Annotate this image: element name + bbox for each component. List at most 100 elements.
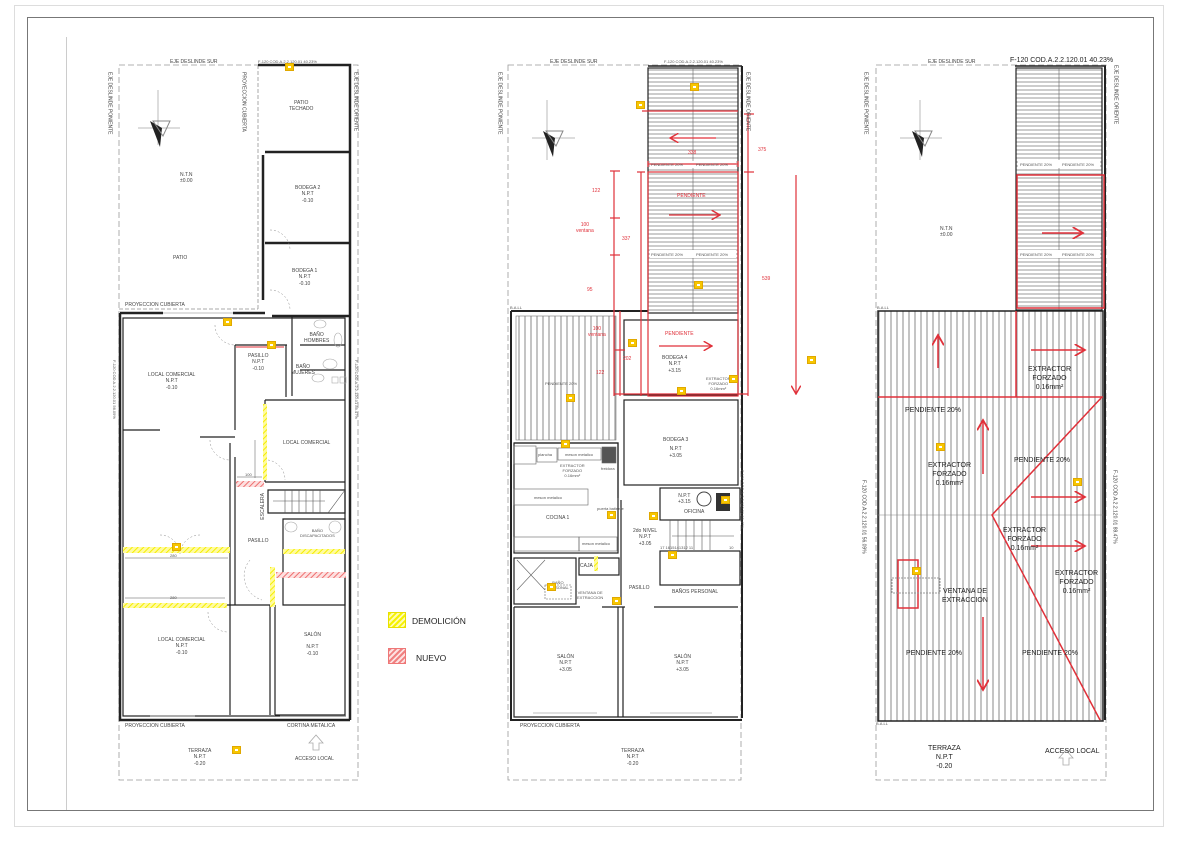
comment-note[interactable]: [936, 443, 945, 451]
comment-note[interactable]: [566, 394, 575, 402]
dim-122-low: 122: [596, 370, 605, 376]
comment-note[interactable]: [807, 356, 816, 364]
comment-note[interactable]: [1073, 478, 1082, 486]
plan-2-drawing: [507, 64, 796, 781]
boundary-code-top: F-120 COD.A.2.2.120.01 40.23%: [258, 59, 317, 64]
boundary-west: EJE DESLINDE PONIENTE: [496, 72, 503, 135]
proyeccion-cubierta-vertical: PROYECCION CUBIERTA: [240, 72, 247, 132]
pendiente-label: PENDIENTE 20%: [1020, 252, 1053, 257]
room-cocina-1: COCINA 1: [546, 515, 570, 521]
boundary-west: EJE DESLINDE PONIENTE: [106, 72, 113, 135]
boundary-code-top: F-120 COD.A.2.2.120.01 40.23%: [664, 59, 723, 64]
pendiente-r2: PENDIENTE 20%: [1022, 650, 1079, 657]
escalera-label: ESCALERA: [260, 493, 266, 520]
pendiente-label: PENDIENTE 20%: [651, 162, 684, 167]
stair-numbers: 17 1615141312 11: [660, 545, 694, 550]
pendiente-label: PENDIENTE 20%: [1062, 252, 1095, 257]
boundary-north: EJE DESLINDE SUR: [550, 59, 598, 65]
comment-note[interactable]: [668, 551, 677, 559]
comment-note[interactable]: [628, 339, 637, 347]
comment-note[interactable]: [912, 567, 921, 575]
ntn-level: N.T.N±0.00: [940, 226, 953, 239]
comment-note[interactable]: [677, 387, 686, 395]
comment-note[interactable]: [172, 543, 181, 551]
proyeccion-cubierta-bottom: PROYECCION CUBIERTA: [125, 723, 185, 729]
ball-top: B.A.LL: [877, 305, 890, 310]
comment-note[interactable]: [636, 101, 645, 109]
dim-280b: 280: [170, 595, 177, 600]
pendiente-label: PENDIENTE 20%: [696, 162, 729, 167]
east-code: F-120 COD.A.2.2.120.01 89.47%: [354, 360, 359, 419]
comment-note[interactable]: [267, 341, 276, 349]
oficina-level: N.P.T+3.15: [678, 493, 691, 506]
comment-note[interactable]: [612, 597, 621, 605]
proyeccion-cubierta-top: PROYECCION CUBIERTA: [125, 302, 185, 308]
room-patio: PATIO: [173, 255, 188, 261]
sheet-margin-line: [66, 37, 67, 810]
pendiente-l1: PENDIENTE 20%: [905, 407, 962, 414]
dim-337: 337: [622, 236, 631, 242]
comment-note[interactable]: [649, 512, 658, 520]
room-local-comercial-2: LOCAL COMERCIAL: [283, 440, 331, 446]
acceso-local: ACCESO LOCAL: [295, 756, 334, 762]
plancha-label: plancha: [538, 452, 553, 457]
pendiente-label: PENDIENTE 20%: [696, 252, 729, 257]
pendiente-label: PENDIENTE 20%: [1020, 162, 1053, 167]
pendiente-r1: PENDIENTE 20%: [1014, 457, 1071, 464]
comment-note[interactable]: [285, 63, 294, 71]
comment-note[interactable]: [561, 440, 570, 448]
freidora-label: freidora: [601, 466, 615, 471]
stair-number-10: 10: [729, 545, 734, 550]
comment-note[interactable]: [690, 83, 699, 91]
boundary-north: EJE DESLINDE SUR: [170, 59, 218, 65]
comment-note[interactable]: [607, 511, 616, 519]
comment-note[interactable]: [721, 496, 730, 504]
legend-demolition-label: DEMOLICIÓN: [412, 616, 466, 626]
ball-bottom: B.A.LL: [876, 721, 889, 726]
proyeccion-cubierta: PROYECCION CUBIERTA: [520, 723, 580, 729]
boundary-code-top: F-120 COD.A.2.2.120.01 40.23%: [1010, 57, 1114, 64]
comment-note[interactable]: [694, 281, 703, 289]
ball-label: B.A.LL: [510, 305, 523, 310]
comment-note[interactable]: [547, 583, 556, 591]
east-code: F-120 COD.A.2.2.120.01 89.47%: [1111, 470, 1118, 544]
plan-1-drawing: [118, 63, 359, 781]
sheet-inner-frame: [27, 17, 1154, 811]
dim-100: 100: [245, 472, 252, 477]
plan-3-drawing: [875, 64, 1107, 781]
boundary-east: EJE DESLINDE ORIENTE: [744, 72, 751, 132]
pendiente-label: PENDIENTE 20%: [651, 252, 684, 257]
pendiente-l2: PENDIENTE 20%: [906, 650, 963, 657]
comment-note[interactable]: [223, 318, 232, 326]
legend-new-label: NUEVO: [416, 653, 447, 663]
room-banos-personal: BAÑOS PERSONAL: [672, 589, 719, 595]
legend-new-swatch: [388, 648, 406, 664]
comment-note[interactable]: [729, 375, 738, 383]
boundary-east: EJE DESLINDE ORIENTE: [1112, 65, 1119, 125]
legend-demolition-swatch: [388, 612, 406, 628]
west-code: F-120 COD.A.2.2.120.01 56.09%: [860, 480, 867, 554]
pendiente-label: PENDIENTE 20%: [1062, 162, 1095, 167]
cortina-metalica: CORTINA METALICA: [287, 723, 336, 729]
comment-note[interactable]: [232, 746, 241, 754]
puerta-batiente: puerta batiente: [597, 506, 624, 511]
meson-label: meson metalico: [565, 452, 594, 457]
